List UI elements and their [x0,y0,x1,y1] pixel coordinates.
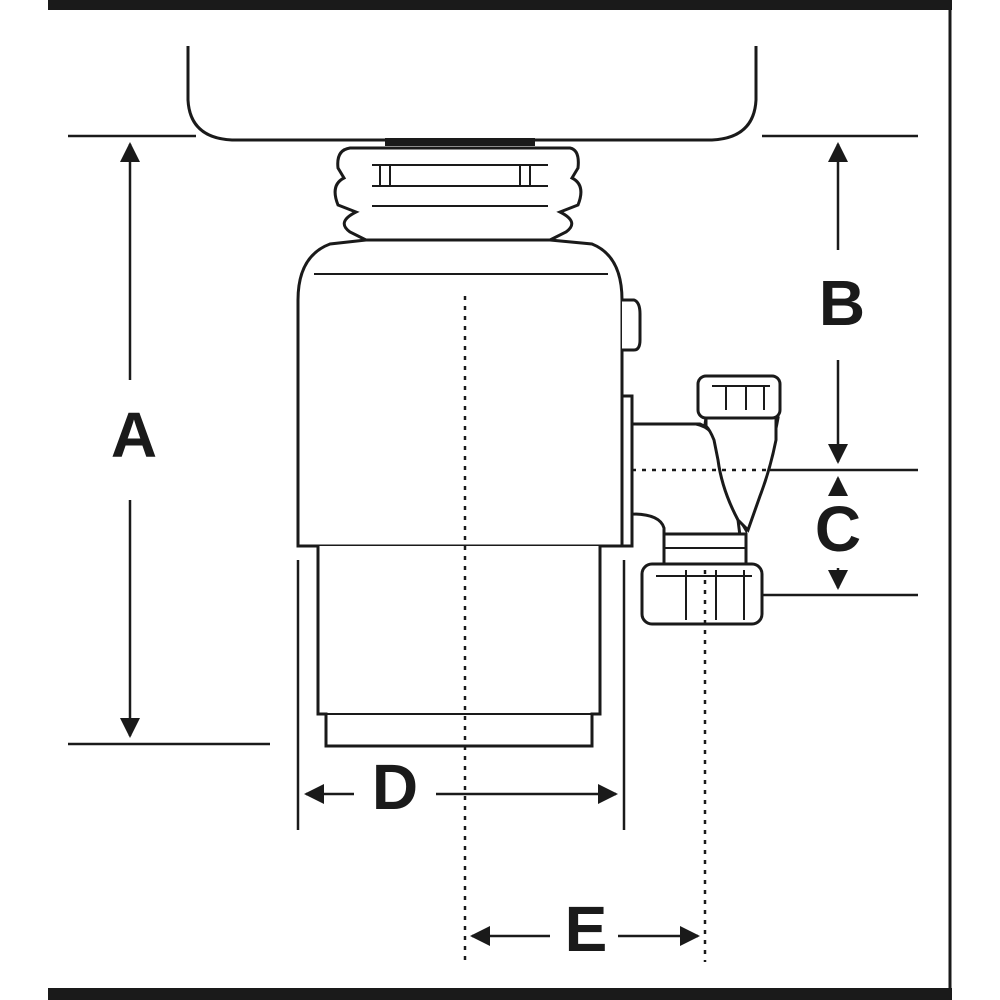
dimension-b: B [819,142,865,464]
discharge-pipe [630,374,782,626]
disposer-lower-body [316,546,602,748]
disposer-body [296,238,642,548]
dimension-d: D [304,751,618,823]
label-c: C [815,493,861,565]
dimension-c: C [815,476,861,590]
label-d: D [372,751,418,823]
dimension-e: E [470,893,700,965]
extension-lines [68,134,918,830]
dimension-a: A [111,142,157,738]
sink-flange [385,138,535,146]
top-border [48,0,952,10]
label-a: A [111,399,157,471]
sink-basin [186,46,758,142]
label-e: E [565,893,608,965]
bottom-border [48,988,952,1000]
mounting-assembly [333,146,583,242]
label-b: B [819,267,865,339]
